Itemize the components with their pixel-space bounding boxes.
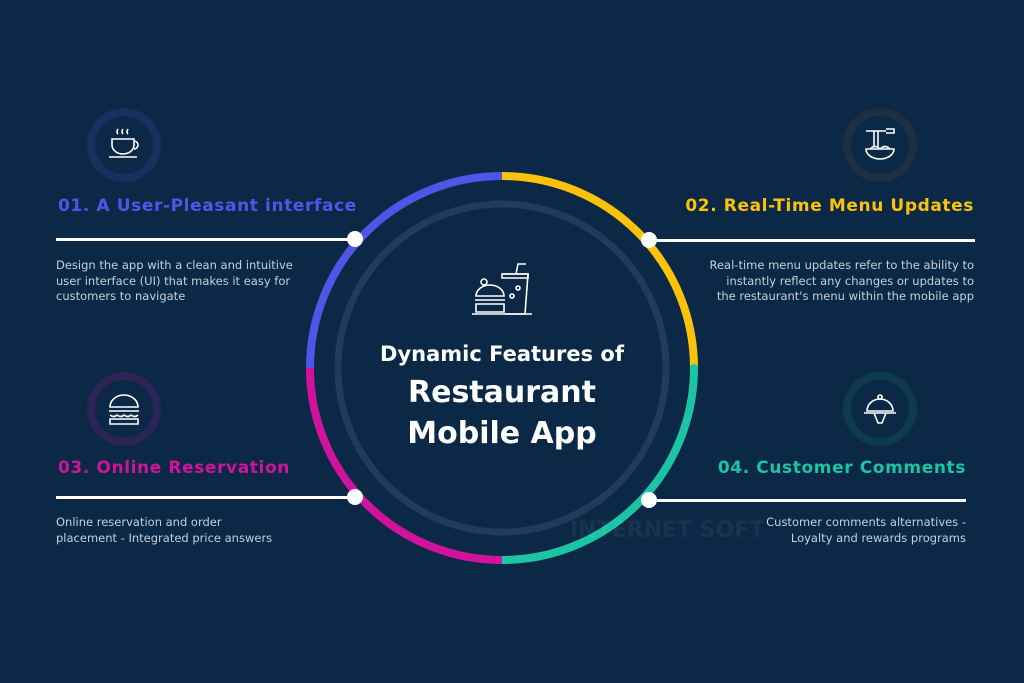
coffee-cup-icon [95,116,153,174]
title-line-3: Mobile App [407,416,597,451]
title-line-2: Restaurant [408,375,596,410]
fast-food-icon [472,260,532,322]
ring-segment-teal [498,364,698,564]
connector-dot-3 [347,489,363,505]
feature-4-description: Customer comments alternatives - Loyalty… [766,515,966,545]
ring-segment-magenta [306,367,503,564]
noodle-bowl-icon [851,116,909,174]
connector-dot-1 [347,231,363,247]
ring-segment-yellow [501,172,698,369]
feature-2-icon-badge [843,108,917,182]
connector-line-1 [56,238,355,241]
connector-line-4 [649,499,966,502]
title-line-1: Dynamic Features of [380,342,624,366]
feature-2-heading: 02. Real-Time Menu Updates [685,196,974,216]
cloche-icon [851,380,909,438]
feature-3-icon-badge [87,372,161,446]
inner-ring [334,200,670,536]
burger-icon [95,380,153,438]
feature-2-description: Real-time menu updates refer to the abil… [709,258,975,303]
ring-segment-blue [306,172,503,369]
feature-4-heading: 04. Customer Comments [717,458,966,478]
connector-line-2 [649,239,975,242]
feature-1-icon-badge [87,108,161,182]
watermark: INTERNET SOFT [570,518,765,543]
feature-1-heading: 01. A User-Pleasant interface [58,196,357,216]
feature-3-heading: 03. Online Reservation [58,458,290,478]
feature-4-icon-badge [843,372,917,446]
feature-1-description: Design the app with a clean and intuitiv… [56,258,293,303]
connector-line-3 [56,496,355,499]
feature-3-description: Online reservation and order placement -… [56,515,273,545]
